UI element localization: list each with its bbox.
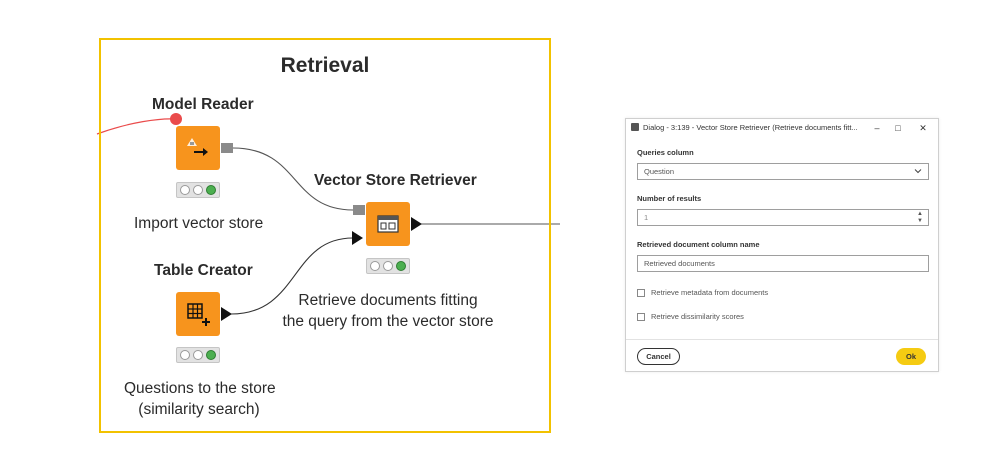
retrieved-column-value: Retrieved documents	[644, 259, 715, 268]
table-creator-icon	[187, 303, 210, 326]
table-creator-status	[176, 347, 220, 363]
metadata-checkbox[interactable]	[637, 288, 645, 297]
close-icon[interactable]: ✕	[919, 123, 927, 133]
table-creator-description-line1: Questions to the store	[124, 380, 276, 397]
retriever-output-port[interactable]	[411, 217, 422, 231]
status-light-green	[395, 261, 406, 271]
increment-icon[interactable]: ▲	[917, 211, 923, 217]
cancel-button[interactable]: Cancel	[637, 348, 680, 365]
vector-store-retriever-title: Vector Store Retriever	[314, 172, 477, 189]
queries-column-value: Question	[644, 167, 675, 176]
flow-variable-port[interactable]	[170, 113, 182, 125]
retrieval-annotation[interactable]: Retrieval	[99, 38, 551, 433]
ok-button[interactable]: Ok	[896, 348, 926, 365]
number-of-results-stepper[interactable]: 1 ▲ ▼	[637, 209, 929, 226]
dialog-title: Dialog - 3:139 - Vector Store Retriever …	[643, 123, 858, 132]
status-light-yellow	[192, 185, 203, 195]
table-creator-description-line2: (similarity search)	[138, 401, 260, 418]
minimize-icon[interactable]: –	[874, 123, 880, 133]
model-reader-title: Model Reader	[152, 96, 254, 113]
status-light-yellow	[192, 350, 203, 360]
dialog-titlebar[interactable]: Dialog - 3:139 - Vector Store Retriever …	[626, 119, 938, 137]
table-creator-node[interactable]	[176, 292, 220, 336]
model-reader-output-port[interactable]	[221, 143, 233, 153]
number-of-results-label: Number of results	[637, 194, 702, 203]
retriever-description-line2: the query from the vector store	[282, 313, 494, 330]
dissimilarity-checkbox-row[interactable]: Retrieve dissimilarity scores	[637, 312, 744, 321]
dialog-footer-divider	[626, 339, 938, 340]
node-config-dialog: Dialog - 3:139 - Vector Store Retriever …	[625, 118, 939, 372]
dissimilarity-checkbox-label: Retrieve dissimilarity scores	[651, 312, 744, 321]
vector-store-retriever-description: Retrieve documents fitting the query fro…	[280, 290, 496, 332]
model-reader-description: Import vector store	[134, 215, 264, 232]
queries-column-select[interactable]: Question	[637, 163, 929, 180]
vector-store-retriever-icon	[377, 215, 399, 233]
maximize-icon[interactable]: □	[895, 123, 901, 133]
model-reader-node[interactable]	[176, 126, 220, 170]
status-light-green	[205, 185, 216, 195]
dialog-app-icon	[631, 123, 639, 131]
dissimilarity-checkbox[interactable]	[637, 312, 645, 321]
chevron-down-icon	[914, 169, 922, 174]
status-light-red	[370, 261, 381, 271]
retrieved-column-input[interactable]: Retrieved documents	[637, 255, 929, 272]
vector-store-retriever-node[interactable]	[366, 202, 410, 246]
table-creator-output-port[interactable]	[221, 307, 232, 321]
status-light-red	[180, 350, 191, 360]
model-reader-status	[176, 182, 220, 198]
retrieved-column-label: Retrieved document column name	[637, 240, 760, 249]
connection-table-to-retriever[interactable]	[230, 237, 354, 315]
metadata-checkbox-row[interactable]: Retrieve metadata from documents	[637, 288, 768, 297]
retriever-model-input-port[interactable]	[353, 205, 365, 215]
queries-column-label: Queries column	[637, 148, 694, 157]
status-light-red	[180, 185, 191, 195]
vector-store-retriever-status	[366, 258, 410, 274]
metadata-checkbox-label: Retrieve metadata from documents	[651, 288, 769, 297]
status-light-yellow	[382, 261, 393, 271]
table-creator-description: Questions to the store (similarity searc…	[124, 378, 276, 420]
annotation-title: Retrieval	[280, 54, 370, 77]
decrement-icon[interactable]: ▼	[917, 218, 923, 224]
status-light-green	[205, 350, 216, 360]
table-creator-title: Table Creator	[154, 262, 253, 279]
connection-model-to-retriever[interactable]	[232, 147, 354, 211]
retriever-description-line1: Retrieve documents fitting	[298, 292, 478, 309]
number-of-results-value: 1	[644, 213, 649, 222]
retriever-table-input-port[interactable]	[352, 231, 363, 245]
model-reader-icon	[187, 138, 208, 156]
